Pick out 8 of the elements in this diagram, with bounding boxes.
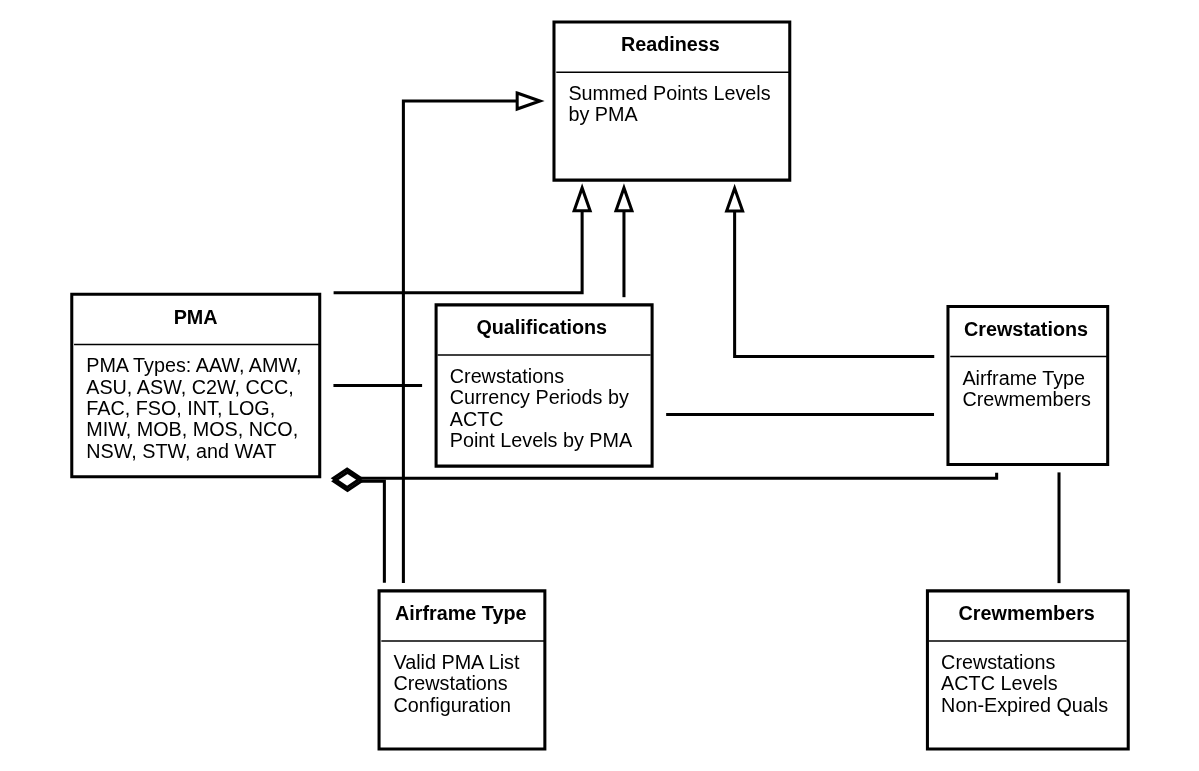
arrow	[613, 183, 634, 298]
connector	[665, 412, 934, 416]
connector	[1057, 472, 1061, 584]
arrow	[333, 183, 592, 295]
connector	[330, 470, 386, 583]
connector	[332, 384, 422, 387]
arrow	[724, 183, 934, 359]
arrow	[401, 90, 545, 583]
